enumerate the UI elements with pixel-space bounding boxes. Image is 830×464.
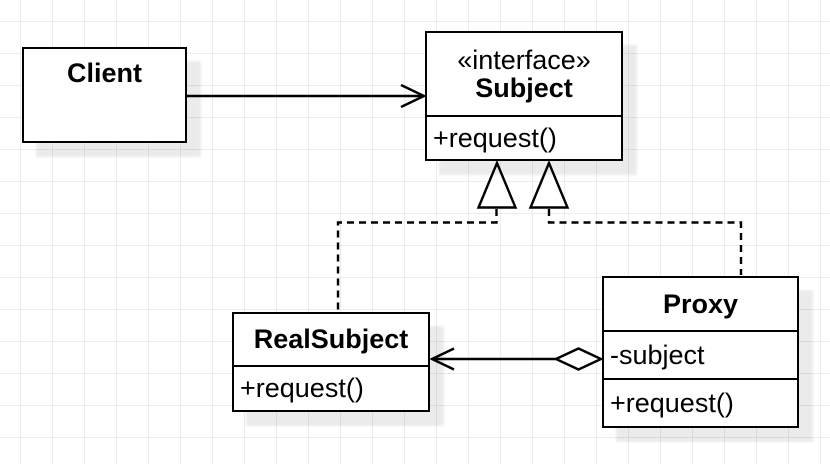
compartment-divider [427,115,621,117]
compartment-divider [604,330,797,332]
connector-client-to-subject [187,83,427,109]
open-arrowhead-icon [429,347,455,371]
class-box-realsubject: RealSubject +request() [232,312,430,412]
class-name: Client [66,58,142,88]
connector-proxy-aggregates-realsubject [429,347,604,371]
connector-proxy-implements-subject [528,159,743,275]
open-arrowhead-icon [400,83,427,109]
method-label: +request() [610,387,734,418]
class-header: «interface» Subject [427,33,621,115]
compartment-divider [234,365,428,367]
stereotype-label: «interface» [457,45,591,75]
class-box-client: Client [22,47,187,143]
class-name: Proxy [662,288,739,319]
method-label: +request() [240,373,364,403]
connector-realsubject-implements-subject [336,159,518,311]
hollow-diamond-icon [553,347,604,371]
class-name: RealSubject [253,324,409,354]
class-box-subject: «interface» Subject +request() [425,31,623,161]
class-box-proxy: Proxy -subject +request() [602,276,799,428]
method-label: +request() [433,122,557,153]
compartment-divider [604,378,797,380]
attribute-label: -subject [610,339,705,370]
hollow-triangle-icon [528,159,570,209]
class-name: Subject [475,73,573,103]
hollow-triangle-icon [476,159,518,209]
